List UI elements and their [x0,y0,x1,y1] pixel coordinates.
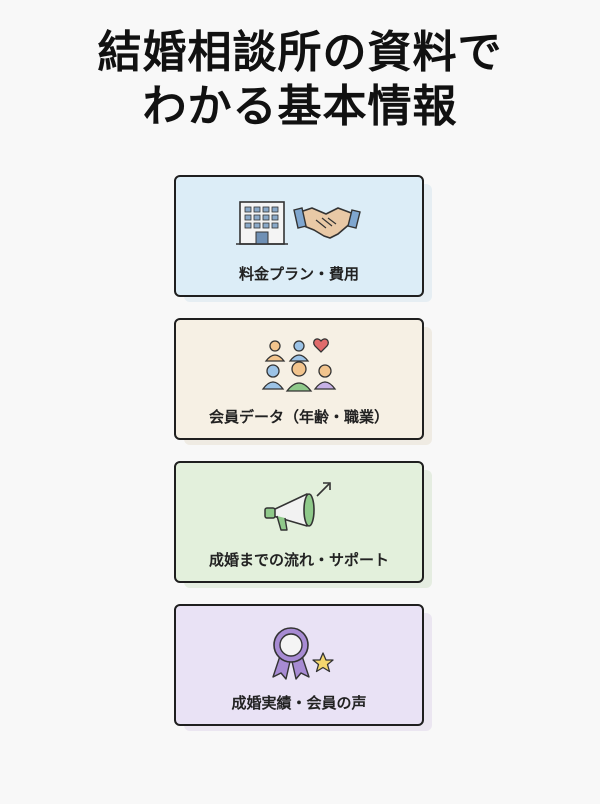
card-results-voices: 成婚実績・会員の声 [174,604,424,726]
award-ribbon-icon [176,620,422,684]
card-label: 成婚実績・会員の声 [231,694,367,712]
megaphone-icon [176,477,422,541]
page-title: 結婚相談所の資料で わかる基本情報 [0,26,600,134]
page-title-line-1: 結婚相談所の資料で [97,27,503,78]
card-label: 会員データ（年齢・職業） [208,408,389,426]
card-pricing: 料金プラン・費用 [174,175,424,297]
people-heart-icon [176,334,422,398]
card-label: 成婚までの流れ・サポート [208,551,389,569]
card-member-data: 会員データ（年齢・職業） [174,318,424,440]
card-label: 料金プラン・費用 [238,265,359,283]
building-handshake-icon [176,191,422,255]
page-title-line-2: わかる基本情報 [142,81,458,132]
card-flow-support: 成婚までの流れ・サポート [174,461,424,583]
